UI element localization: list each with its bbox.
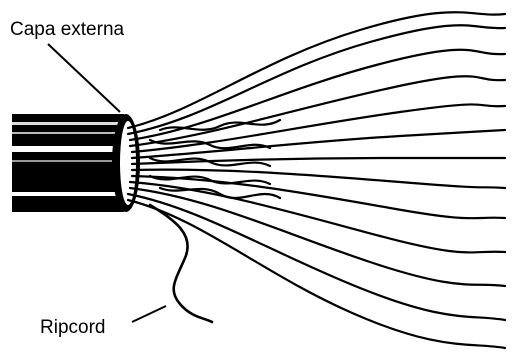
outer-jacket (12, 114, 140, 212)
leader-ripcord (132, 306, 166, 322)
ripcord (150, 205, 212, 322)
wire-pairs (128, 12, 505, 348)
outer-jacket-label: Capa externa (10, 20, 124, 39)
ripcord-label: Ripcord (40, 318, 105, 337)
leader-outer-jacket (48, 44, 120, 112)
